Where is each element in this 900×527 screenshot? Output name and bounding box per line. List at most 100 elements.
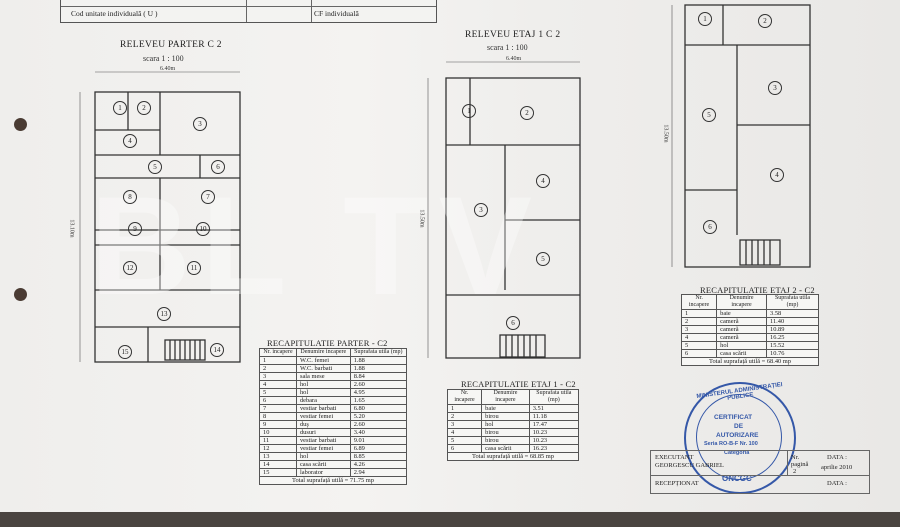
table-cell: 5 [680, 341, 718, 350]
table-cell: 14 [259, 460, 297, 469]
table-cell: 12 [259, 444, 297, 453]
table-cell: hol [295, 388, 351, 397]
table-cell: 16.25 [766, 333, 819, 342]
table-cell: 17.47 [528, 420, 580, 429]
col-header: Denumire incapere [295, 348, 351, 357]
room-number: 13 [157, 307, 171, 321]
executant-name: GEORGESCU GABRIEL [655, 462, 724, 469]
col-header: Suprafata utila (mp) [766, 294, 819, 310]
title-block: EXECUTANT GEORGESCU GABRIEL Nr. pagină 2… [650, 450, 870, 494]
col-header: Nr. incapere [680, 294, 718, 310]
table-cell: W.C. femei [295, 356, 351, 365]
pagina-label: pagină [791, 461, 809, 468]
stamp-text: CERTIFICAT [714, 414, 753, 421]
room-number: 3 [193, 117, 207, 131]
room-number: 4 [770, 168, 784, 182]
table-cell: 3 [680, 325, 718, 334]
stamp-text: Seria RO-B-F Nr. 100 [704, 441, 758, 447]
table-cell: 8 [259, 412, 297, 421]
room-number: 4 [123, 134, 137, 148]
table-total: Total suprafață utilă = 68.85 mp [447, 452, 579, 461]
col-header: Denumire incapere [481, 389, 530, 405]
room-number: 9 [128, 222, 142, 236]
room-number: 1 [462, 104, 476, 118]
etaj1-table-title: RECAPITULATIE ETAJ 1 - C2 [461, 379, 576, 389]
table-cell: vestiar barbati [295, 436, 351, 445]
table-cell: hol [716, 341, 768, 350]
table-cell: 3.58 [766, 309, 819, 318]
executant-label: EXECUTANT [655, 454, 694, 461]
header-cf: CF individuală [314, 9, 359, 18]
stamp-text: DE [734, 423, 744, 430]
table-cell: 11.40 [766, 317, 819, 326]
table-cell: 16.23 [528, 444, 580, 453]
table-cell: hol [295, 380, 351, 389]
stamp-text: Categoria [724, 450, 750, 456]
table-cell: duş [295, 420, 351, 429]
background-surface [0, 512, 900, 527]
etaj2-summary-table: Nr. incapere Denumire incapere Suprafata… [680, 294, 819, 366]
col-header: Suprafata utila (mp) [349, 348, 408, 357]
nr-label: Nr. [791, 454, 800, 461]
table-cell: dusuri [295, 428, 351, 437]
etaj1-summary-table: Nr. incapere Denumire incapere Suprafata… [446, 389, 580, 461]
table-cell: 2.60 [349, 380, 408, 389]
table-cell: 13 [259, 452, 297, 461]
table-cell: W.C. barbati [295, 364, 351, 373]
room-number: 8 [123, 190, 137, 204]
table-cell: 3.40 [349, 428, 408, 437]
header-unit-code: Cod unitate individuală ( U ) [71, 9, 158, 18]
data-label: DATA : [827, 454, 847, 461]
etaj2-height: 13.50m [662, 124, 669, 143]
room-number: 7 [201, 190, 215, 204]
table-cell: debara [295, 396, 351, 405]
room-number: 5 [536, 252, 550, 266]
room-number: 2 [137, 101, 151, 115]
room-number: 4 [536, 174, 550, 188]
table-cell: birou [481, 436, 530, 445]
table-cell: 5 [259, 388, 297, 397]
table-cell: 15 [259, 468, 297, 477]
header-table: Cod unitate individuală ( U ) CF individ… [60, 0, 437, 23]
table-cell: sala mese [295, 372, 351, 381]
table-cell: 1 [259, 356, 297, 365]
col-header: Denumire incapere [716, 294, 768, 310]
room-number: 11 [187, 261, 201, 275]
table-cell: cameră [716, 317, 768, 326]
table-cell: 5.20 [349, 412, 408, 421]
table-cell: cameră [716, 333, 768, 342]
room-number: 2 [520, 106, 534, 120]
col-header: Suprafata utila (mp) [528, 389, 580, 405]
stamp-text: ONCGC [722, 474, 752, 483]
data-value: aprilie 2010 [821, 464, 853, 471]
room-number: 12 [123, 261, 137, 275]
table-cell: 8.85 [349, 452, 408, 461]
etaj1-width: 6.40m [506, 56, 522, 62]
table-cell: 1 [680, 309, 718, 318]
table-cell: cameră [716, 325, 768, 334]
table-cell: birou [481, 412, 530, 421]
table-cell: 6 [446, 444, 483, 453]
watermark: BL TV [90, 167, 542, 324]
room-number: 1 [698, 12, 712, 26]
table-cell: laborator [295, 468, 351, 477]
room-number: 6 [703, 220, 717, 234]
